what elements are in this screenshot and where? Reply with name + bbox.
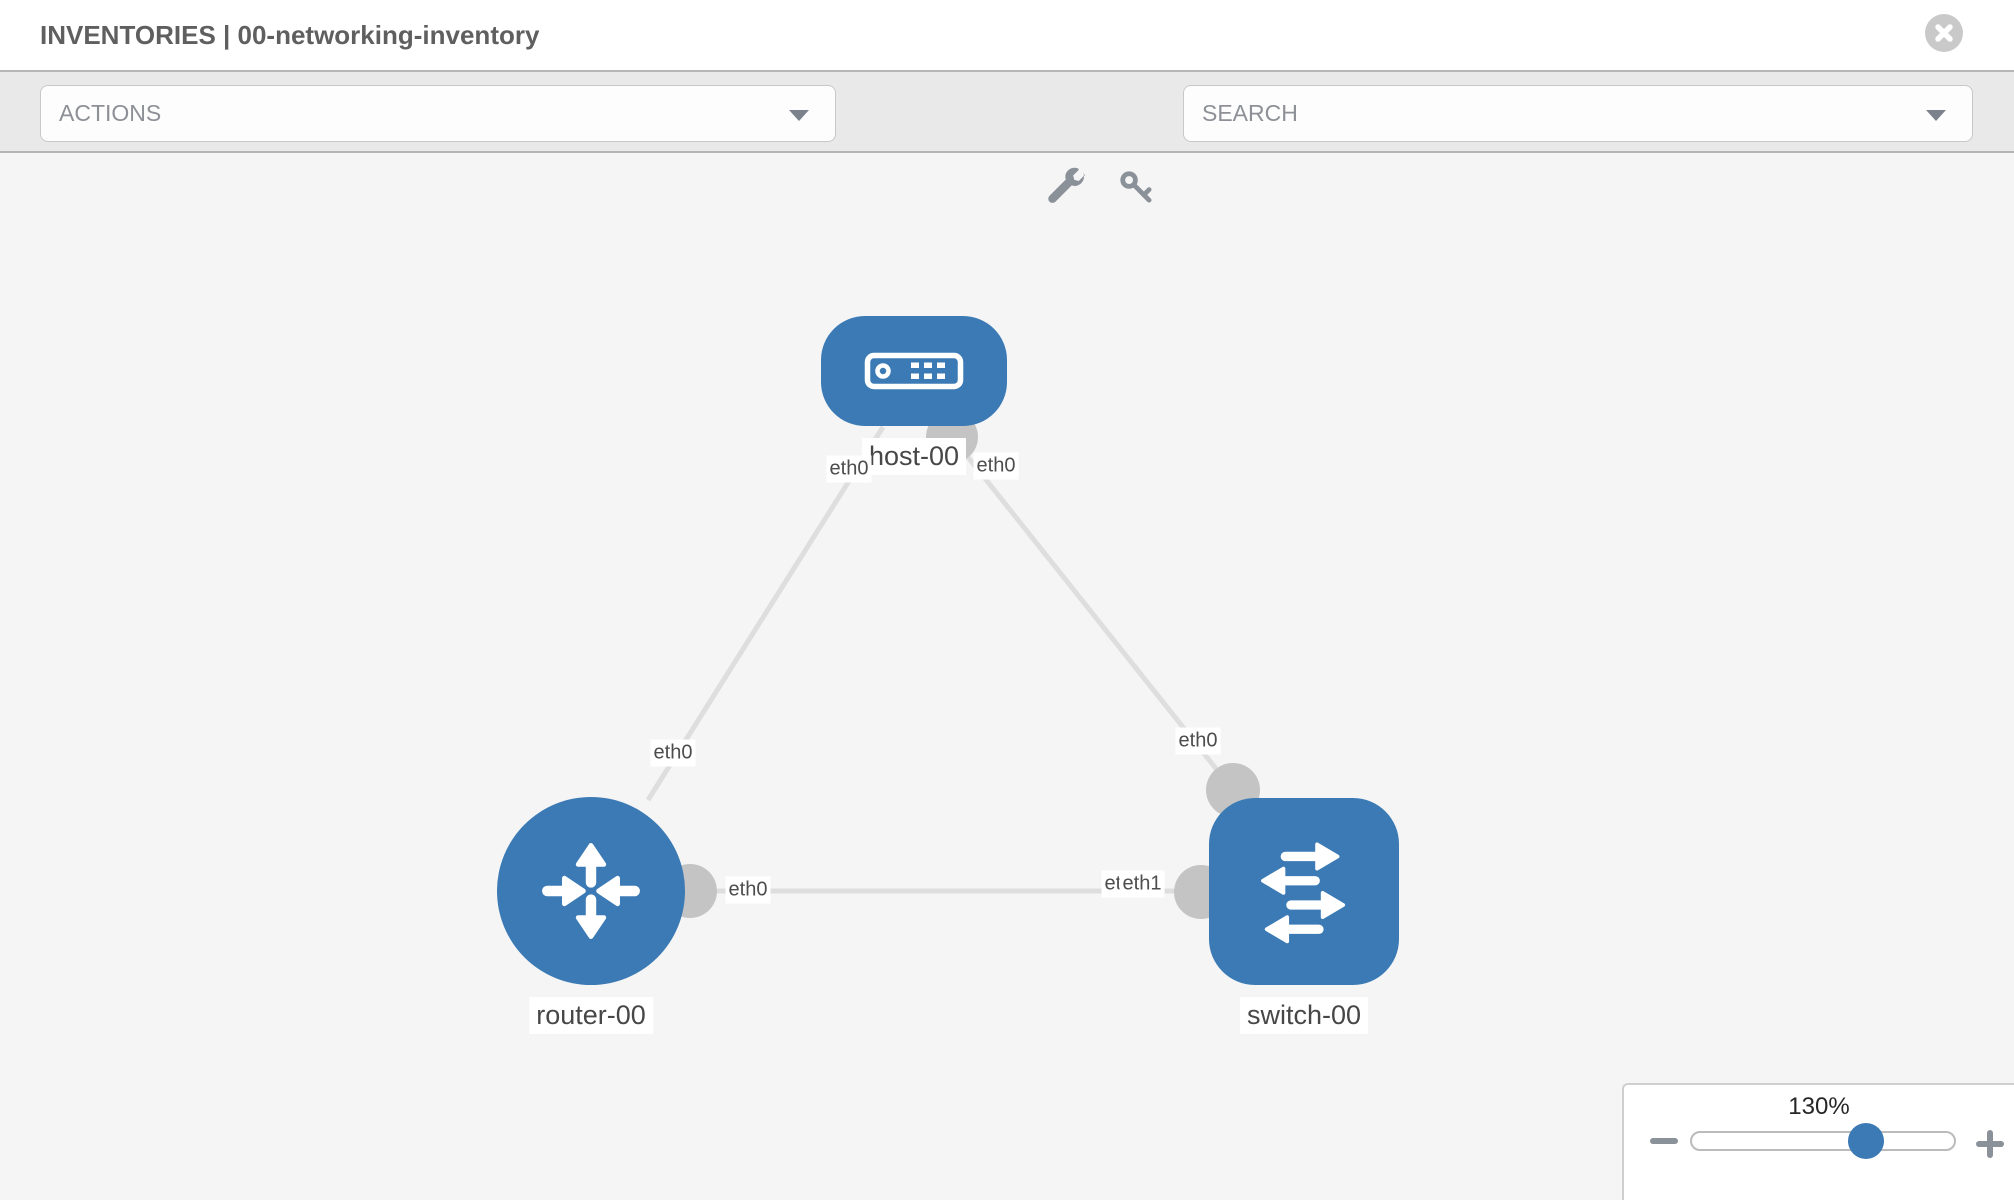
- chevron-down-icon: [1926, 110, 1946, 121]
- node-label-switch-00: switch-00: [1239, 996, 1369, 1034]
- node-label-router-00: router-00: [529, 997, 653, 1034]
- toolbar: ACTIONS SEARCH: [0, 70, 2014, 203]
- node-router-00[interactable]: [497, 797, 685, 985]
- node-host-00[interactable]: [821, 316, 1007, 426]
- key-icon: [1120, 171, 1152, 203]
- zoom-in-button[interactable]: [1975, 1129, 2005, 1159]
- switch-icon: [1248, 835, 1360, 947]
- link-host-00-router-00[interactable]: [645, 425, 886, 802]
- zoom-out-button[interactable]: [1650, 1138, 1678, 1144]
- chevron-down-icon: [789, 110, 809, 121]
- close-button[interactable]: [1925, 14, 1963, 52]
- actions-dropdown[interactable]: ACTIONS: [40, 85, 836, 142]
- close-icon: [1935, 24, 1953, 42]
- interface-label: eth0: [973, 452, 1019, 480]
- zoom-level: 130%: [1788, 1093, 1850, 1120]
- zoom-slider[interactable]: [1690, 1123, 1956, 1159]
- search-placeholder: SEARCH: [1202, 100, 1298, 126]
- interface-label: eth0: [725, 876, 771, 904]
- interface-label: eth0: [826, 455, 872, 483]
- wrench-icon: [1048, 167, 1086, 203]
- node-switch-00[interactable]: [1209, 797, 1399, 985]
- actions-dropdown-label: ACTIONS: [59, 100, 162, 126]
- zoom-slider-thumb[interactable]: [1848, 1123, 1884, 1159]
- header: INVENTORIES | 00-networking-inventory: [0, 0, 2014, 70]
- interface-label: eth0: [1175, 727, 1221, 755]
- wrench-button[interactable]: [1046, 166, 1088, 208]
- interface-label: eth0: [650, 739, 696, 767]
- search-dropdown[interactable]: SEARCH: [1183, 85, 1973, 142]
- host-icon: [864, 352, 964, 390]
- zoom-panel: 130%: [1622, 1083, 2014, 1200]
- node-label-host-00: host-00: [861, 438, 967, 475]
- router-icon: [534, 834, 648, 948]
- page-title: INVENTORIES | 00-networking-inventory: [40, 20, 540, 50]
- key-button[interactable]: [1118, 169, 1156, 207]
- interface-label: eth1: [1119, 870, 1165, 898]
